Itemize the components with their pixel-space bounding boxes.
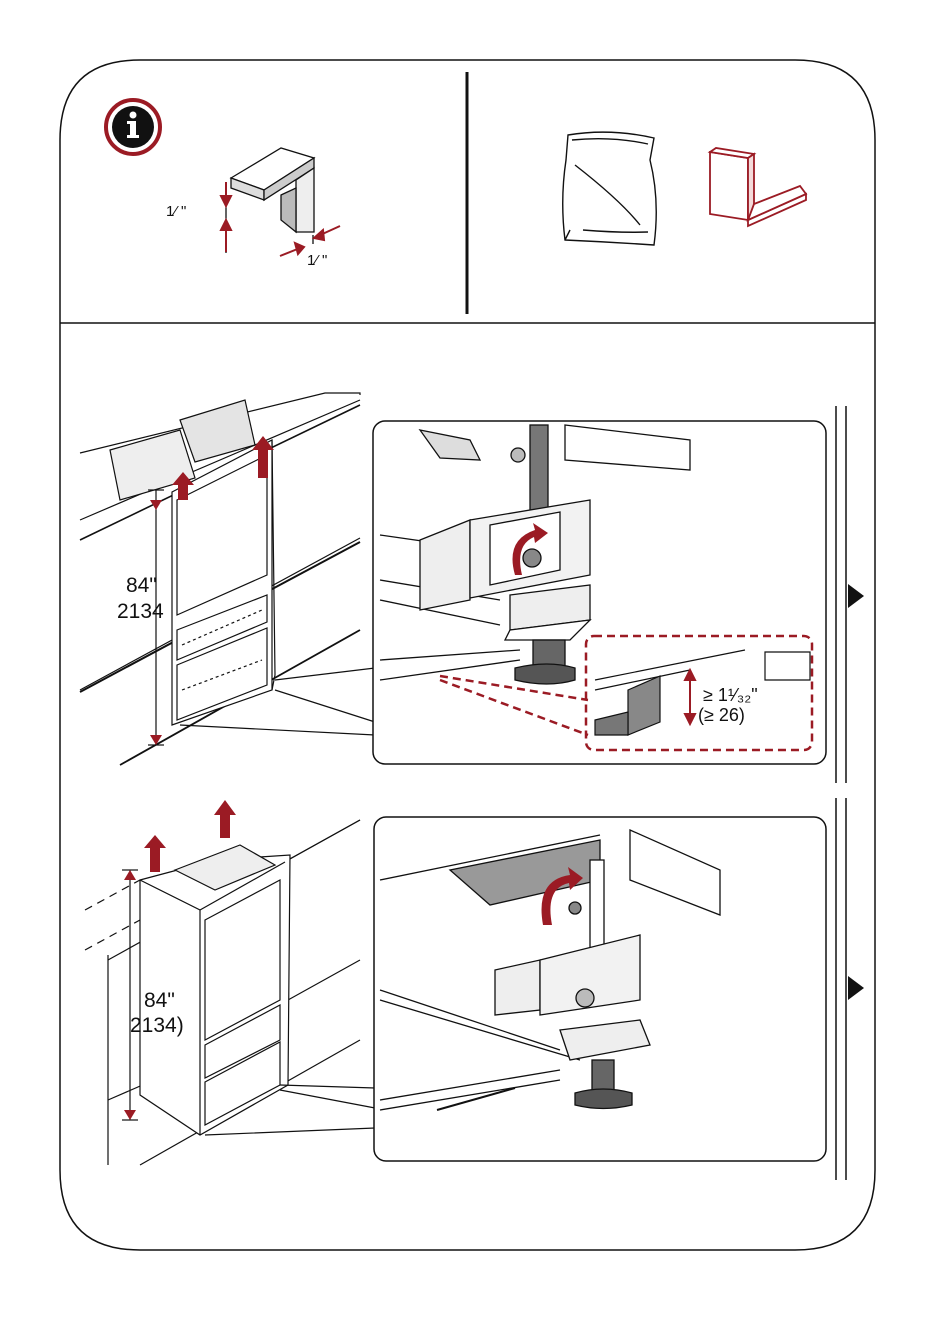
step2-side-rule (836, 798, 846, 1180)
bracket-dimension-drawing (226, 148, 314, 253)
step1-gap-mm: (≥ 26) (698, 706, 745, 724)
step1-height-inches: 84" (126, 575, 157, 596)
spacer-part-drawing (710, 148, 806, 226)
step1-appliance-drawing (80, 393, 375, 765)
info-icon (106, 100, 160, 154)
step2-height-mm: 2134) (130, 1015, 184, 1036)
step2-height-inches: 84" (144, 990, 175, 1011)
bracket-height-label: 1⁄ " (166, 204, 186, 219)
step1-side-rule (836, 406, 846, 783)
step1-next-arrow-icon[interactable] (848, 584, 864, 608)
accessory-bag-drawing (563, 132, 657, 245)
step2-next-arrow-icon[interactable] (848, 976, 864, 1000)
step1-height-mm: 2134 (117, 601, 164, 622)
step1-gap-inches: ≥ 1¹⁄₃₂" (703, 686, 758, 704)
bracket-depth-label: 1⁄ " (307, 253, 327, 268)
